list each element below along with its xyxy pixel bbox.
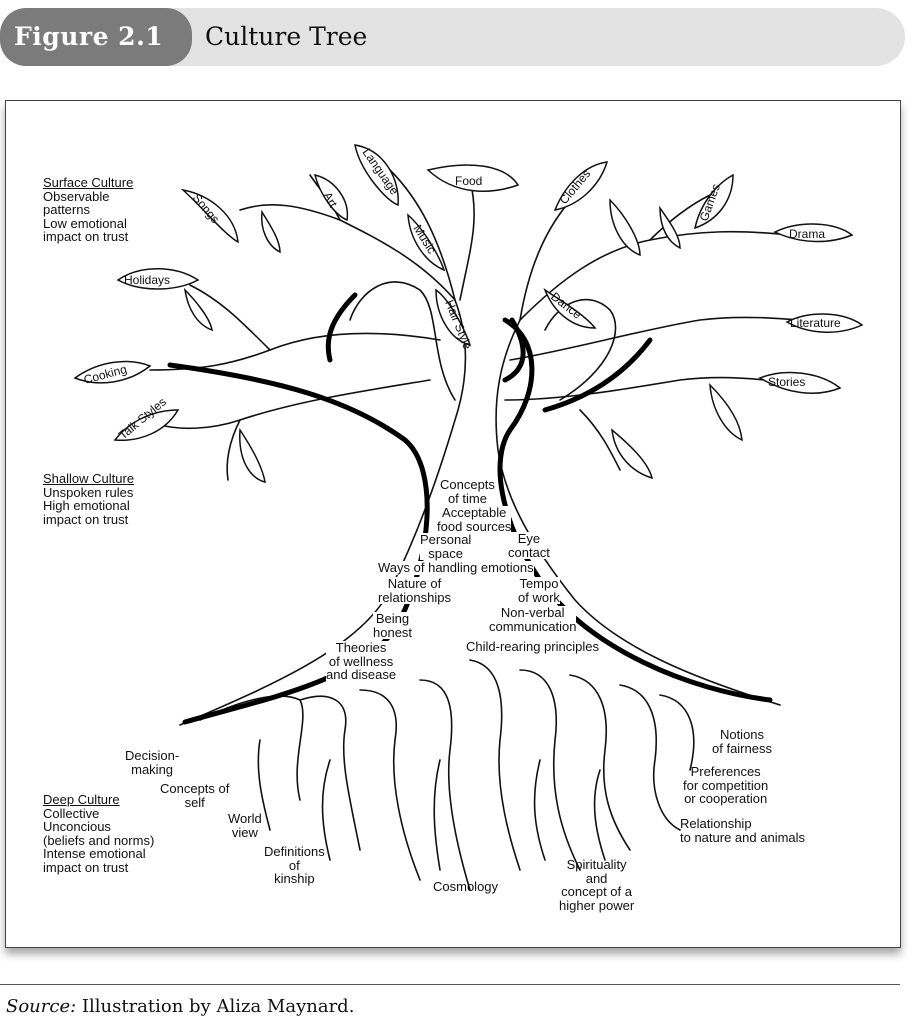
figure-title: Culture Tree bbox=[205, 22, 368, 51]
trunk-item-tempo-of-work: Tempo of work bbox=[518, 576, 560, 605]
deep-culture-line: Collective bbox=[43, 805, 100, 821]
root-item-world-view: World view bbox=[228, 811, 262, 840]
trunk-item-nonverbal: Non-verbal communication bbox=[489, 605, 577, 634]
shallow-culture-block: Shallow Culture Unspoken rules High emot… bbox=[43, 472, 134, 526]
root-item-fairness: Notions of fairness bbox=[712, 727, 772, 756]
source-text: Illustration by Aliza Maynard. bbox=[76, 996, 355, 1017]
trunk-item-being-honest: Being honest bbox=[373, 611, 413, 640]
surface-culture-line: patterns bbox=[43, 202, 90, 217]
shallow-culture-line: Unspoken rules bbox=[43, 484, 134, 500]
trunk-item-personal-space: Personal space bbox=[420, 532, 472, 561]
source-label: Source: bbox=[6, 996, 77, 1017]
root-item-competition: Preferences for competition or cooperati… bbox=[683, 764, 769, 806]
surface-culture-line: Low emotional bbox=[43, 215, 127, 231]
deep-culture-line: impact on trust bbox=[43, 859, 129, 875]
root-item-concepts-of-self: Concepts of self bbox=[160, 781, 230, 810]
leaf-label-literature: Literature bbox=[790, 316, 841, 330]
trunk-item-eye-contact: Eye contact bbox=[508, 531, 550, 560]
root-item-nature-animals: Relationship to nature and animals bbox=[680, 816, 806, 845]
source-credit: Source: Illustration by Aliza Maynard. bbox=[6, 996, 354, 1017]
trunk-item-handling-emotions: Ways of handling emotions bbox=[378, 560, 534, 575]
leaf-label-food: Food bbox=[455, 174, 482, 188]
trunk-item-wellness: Theories of wellness and disease bbox=[326, 640, 397, 682]
leaf-label-holidays: Holidays bbox=[124, 273, 170, 287]
shallow-culture-title: Shallow Culture bbox=[43, 471, 135, 486]
surface-culture-block: Surface Culture Observable patterns Low … bbox=[43, 176, 133, 244]
surface-culture-line: impact on trust bbox=[43, 229, 129, 244]
trunk-item-child-rearing: Child-rearing principles bbox=[466, 639, 599, 654]
deep-culture-line: Intense emotional bbox=[43, 846, 146, 861]
trunk-item-concepts-of-time: Concepts of time bbox=[440, 477, 495, 506]
surface-culture-title: Surface Culture bbox=[43, 175, 134, 190]
root-item-cosmology: Cosmology bbox=[433, 879, 499, 894]
leaf-label-drama: Drama bbox=[789, 227, 825, 241]
source-divider bbox=[0, 984, 900, 985]
deep-culture-block: Deep Culture Collective Unconcious (beli… bbox=[43, 793, 154, 874]
root-item-decision-making: Decision- making bbox=[125, 748, 180, 777]
shallow-culture-line: impact on trust bbox=[43, 511, 129, 527]
trunk-item-food-sources: Acceptable food sources bbox=[437, 505, 512, 534]
surface-culture-line: Observable bbox=[43, 188, 110, 204]
leaf-label-art: Art bbox=[320, 190, 340, 211]
figure-number: Figure 2.1 bbox=[0, 8, 192, 66]
deep-culture-title: Deep Culture bbox=[43, 792, 120, 807]
root-item-kinship: Definitions of kinship bbox=[264, 844, 325, 886]
shallow-culture-line: High emotional bbox=[43, 498, 130, 513]
leaf-label-stories: Stories bbox=[768, 375, 805, 389]
deep-culture-line: (beliefs and norms) bbox=[43, 832, 155, 848]
trunk-item-relationships: Nature of relationships bbox=[378, 576, 451, 605]
deep-culture-line: Unconcious bbox=[43, 819, 111, 834]
root-item-spirituality: Spirituality and concept of a higher pow… bbox=[559, 857, 635, 913]
